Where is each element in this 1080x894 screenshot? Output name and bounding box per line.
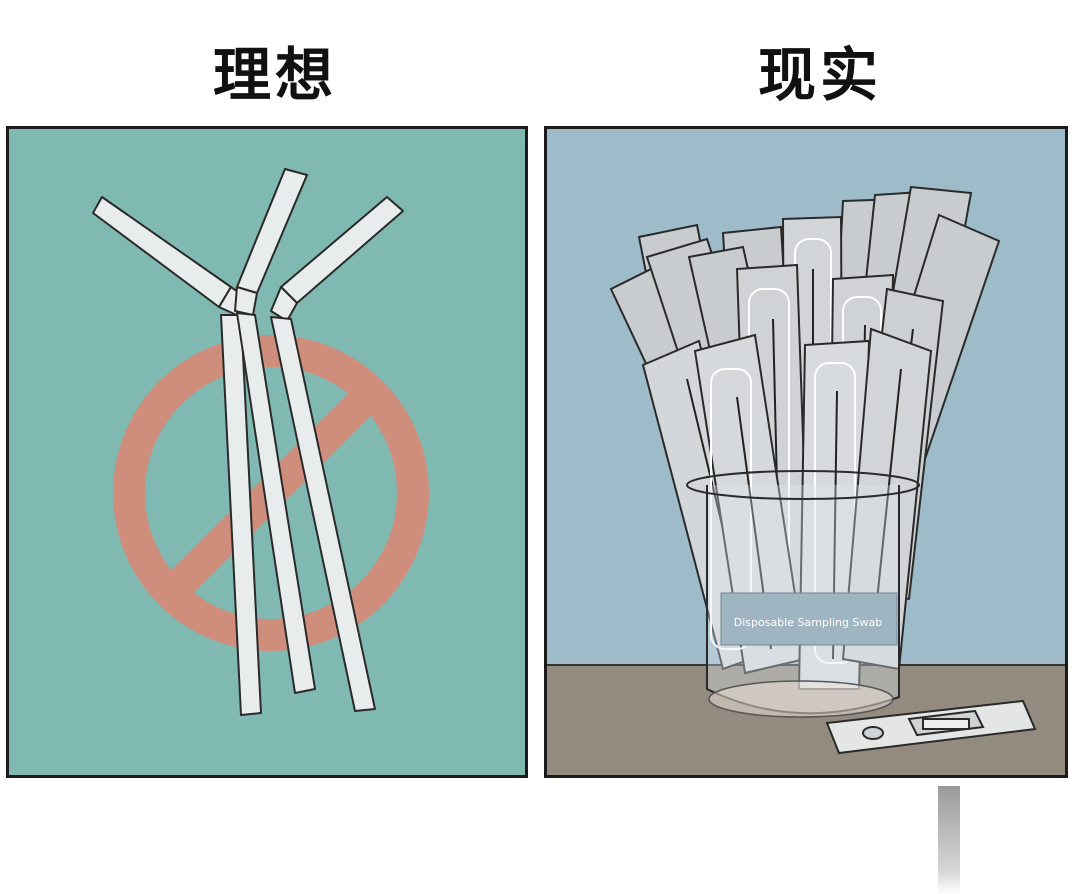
panel-reality bbox=[544, 126, 1068, 778]
swab-jar-illustration bbox=[547, 185, 1065, 775]
panel-ideal bbox=[6, 126, 528, 778]
jar-label-text: Disposable Sampling Swab bbox=[733, 616, 883, 629]
test-cassette-icon bbox=[825, 699, 1037, 755]
jar-label bbox=[720, 592, 898, 646]
straws-illustration bbox=[92, 168, 429, 716]
decorative-bar bbox=[938, 786, 960, 894]
title-ideal: 理想 bbox=[212, 41, 337, 109]
title-reality: 现实 bbox=[757, 41, 882, 109]
glass-jar bbox=[686, 470, 920, 718]
straw-icon bbox=[92, 168, 404, 716]
